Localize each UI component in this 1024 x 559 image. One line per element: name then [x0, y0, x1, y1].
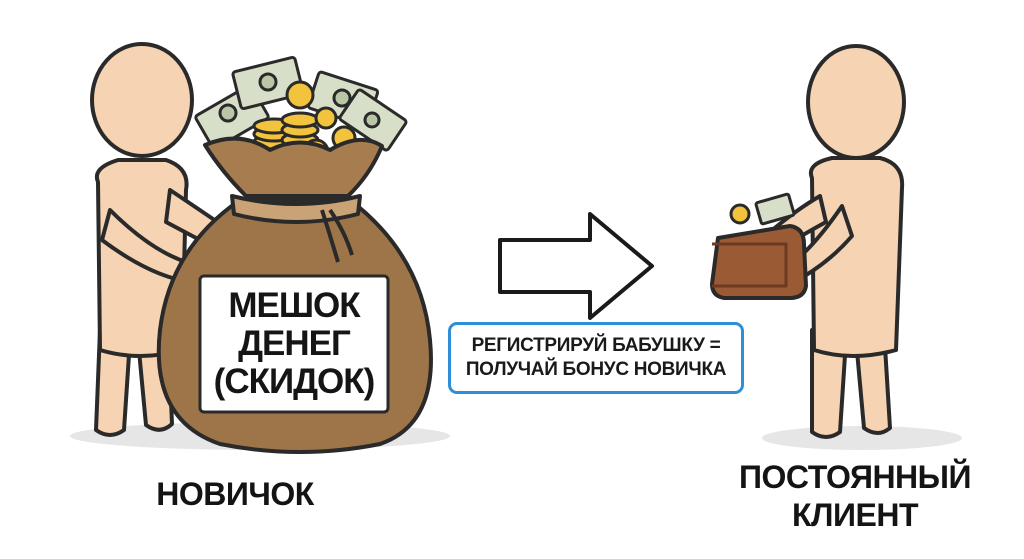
- bonus-note-line: РЕГИСТРИРУЙ БАБУШКУ =: [471, 335, 721, 357]
- regular-client-label-line: КЛИЕНТ: [792, 497, 918, 534]
- money-bag-icon: [156, 136, 433, 454]
- regular-client-label: ПОСТОЯННЫЙ КЛИЕНТ: [720, 458, 990, 535]
- bag-label-line: МЕШОК: [228, 286, 360, 326]
- person-icon: [764, 44, 906, 439]
- bag-label-line: ДЕНЕГ: [238, 324, 351, 364]
- regular-client-label-line: ПОСТОЯННЫЙ: [739, 459, 971, 495]
- bag-label-line: (СКИДОК): [213, 361, 376, 401]
- newbie-label: НОВИЧОК: [156, 476, 314, 512]
- bonus-note-line: ПОЛУЧАЙ БОНУС НОВИЧКА: [465, 359, 727, 380]
- bonus-note-box: РЕГИСТРИРУЙ БАБУШКУ = ПОЛУЧАЙ БОНУС НОВИ…: [448, 322, 744, 394]
- wallet-icon: [710, 192, 808, 300]
- arrow-right-icon: [498, 212, 654, 320]
- bag-label: МЕШОК ДЕНЕГ (СКИДОК): [208, 282, 380, 406]
- ground-shadow-right: [762, 426, 962, 450]
